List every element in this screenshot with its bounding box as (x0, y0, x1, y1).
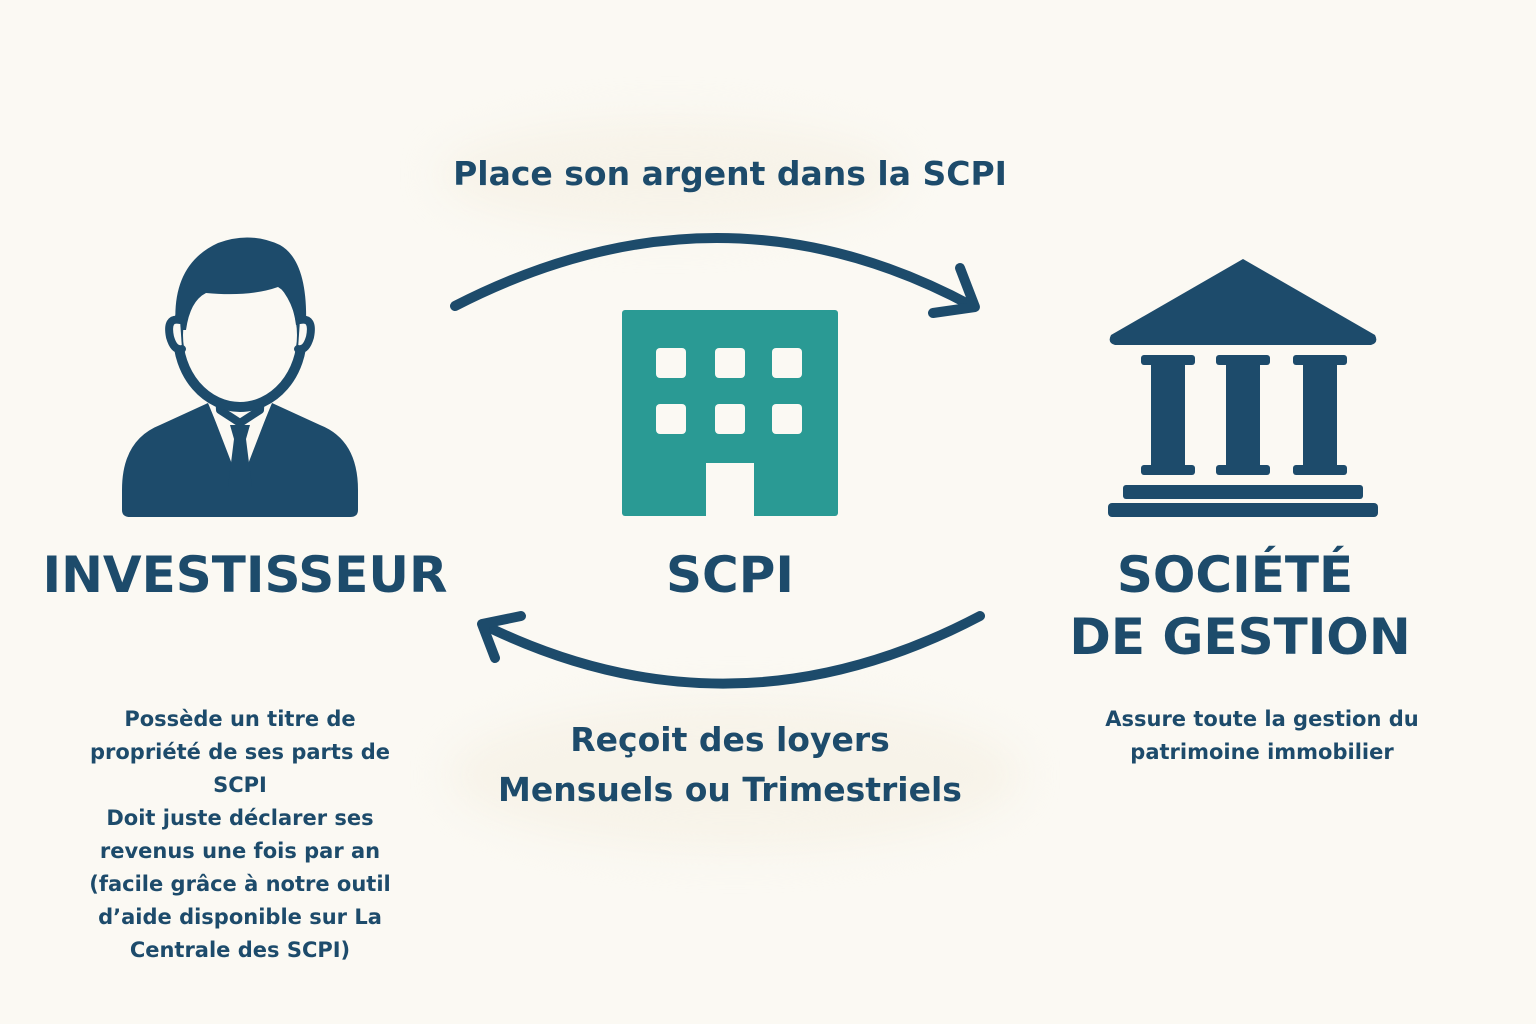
investor-description-line: SCPI (213, 773, 267, 797)
businessman-icon (122, 237, 358, 517)
investor-description-line: Possède un titre de (124, 707, 356, 731)
arrow-left-curved-icon (477, 611, 985, 689)
investor-description-line: d’aide disponible sur La (98, 905, 382, 929)
investor-description-line: (facile grâce à notre outil (89, 872, 391, 896)
investor-description: Possède un titre de propriété de ses par… (60, 703, 420, 967)
company-title-line2: DE GESTION (1069, 608, 1411, 666)
office-building-icon (622, 310, 838, 516)
background-blob-bottom (450, 700, 1020, 850)
arrow-right-curved-icon (450, 233, 980, 318)
company-description: Assure toute la gestion du patrimoine im… (1072, 703, 1452, 769)
scpi-title: SCPI (666, 546, 794, 604)
investor-description-line: Centrale des SCPI) (129, 938, 351, 962)
company-title-line1: SOCIÉTÉ (1116, 546, 1354, 604)
investor-description-line: propriété de ses parts de (89, 740, 391, 764)
bank-building-icon (1108, 259, 1378, 517)
company-description-line: patrimoine immobilier (1130, 740, 1394, 764)
background-blob-top (440, 120, 900, 230)
company-description-line: Assure toute la gestion du (1105, 707, 1419, 731)
bottom-flow-line1: Reçoit des loyers (570, 720, 890, 759)
bottom-flow-line2: Mensuels ou Trimestriels (498, 770, 962, 809)
investor-title: INVESTISSEUR (42, 546, 448, 604)
top-flow-label: Place son argent dans la SCPI (453, 154, 1007, 193)
investor-description-line: Doit juste déclarer ses (106, 806, 374, 830)
investor-description-line: revenus une fois par an (99, 839, 381, 863)
